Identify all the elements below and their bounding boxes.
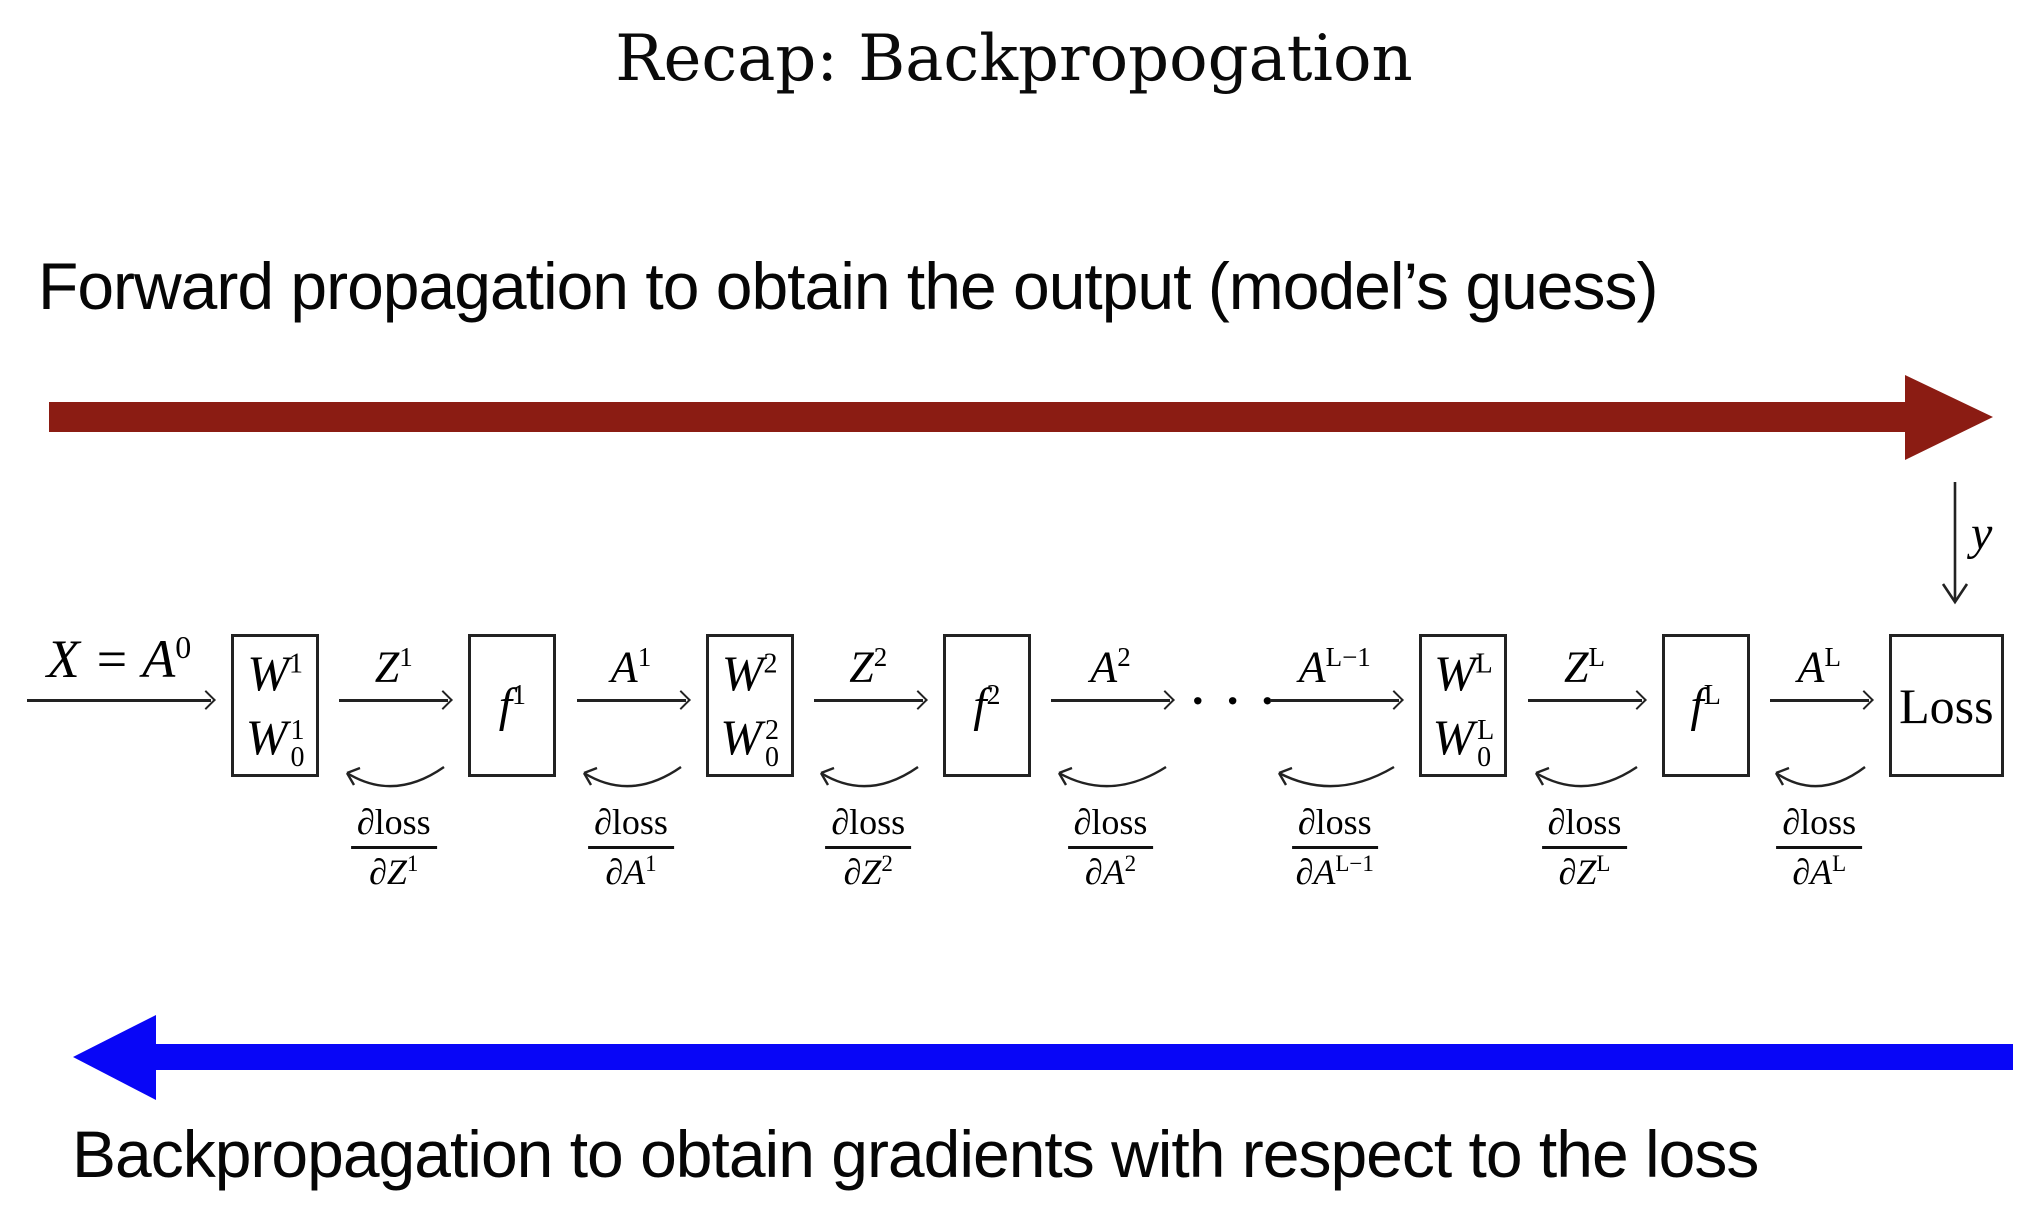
- gradient-fraction: ∂loss ∂AL: [1776, 803, 1863, 892]
- gradient-fraction: ∂loss ∂A1: [588, 803, 674, 892]
- gradient-fraction: ∂loss ∂Z1: [350, 803, 437, 892]
- right-arrow-icon: [813, 699, 923, 702]
- page-title: Recap: Backpropogation: [615, 22, 1413, 96]
- weight-top: W1: [247, 645, 303, 702]
- target-input-group: y: [1895, 478, 2028, 614]
- weight-top: W2: [721, 645, 778, 702]
- flow-arrow-a1: A1 ∂loss ∂A1: [574, 612, 689, 902]
- right-arrow-icon: [1270, 699, 1400, 702]
- flow-arrow-z1: Z1 ∂loss ∂Z1: [336, 612, 451, 902]
- backward-arrow-icon: [73, 1015, 2013, 1100]
- gradient-fraction: ∂loss ∂ZL: [1541, 803, 1628, 892]
- right-arrow-icon: [1769, 699, 1869, 702]
- y-input-arrow-icon: [1941, 482, 1969, 605]
- activation-box-f-l: fL: [1661, 634, 1750, 777]
- activation-box-f1: f1: [468, 634, 557, 777]
- backward-curve-arrow-icon: [345, 766, 445, 788]
- right-arrow-icon: [27, 699, 211, 702]
- ellipsis: · · ·: [1190, 675, 1280, 726]
- backward-curve-arrow-icon: [1277, 765, 1395, 788]
- gradient-fraction: ∂loss ∂AL−1: [1291, 803, 1378, 892]
- right-arrow-icon: [1527, 699, 1642, 702]
- weight-top: WL: [1433, 645, 1493, 702]
- y-input-label: y: [1971, 507, 1993, 560]
- gradient-fraction: ∂loss ∂Z2: [825, 803, 912, 892]
- forward-arrow-icon: [49, 375, 1993, 460]
- flow-arrow-a2: A2 ∂loss ∂A2: [1048, 612, 1173, 902]
- backward-curve-arrow-icon: [820, 766, 919, 788]
- right-arrow-icon: [339, 699, 449, 702]
- backward-curve-arrow-icon: [582, 766, 682, 788]
- flow-arrow-z-l: ZL ∂loss ∂ZL: [1525, 612, 1645, 902]
- flow-input-arrow: X = A0: [24, 612, 214, 902]
- backward-curve-arrow-icon: [1534, 766, 1638, 788]
- backward-curve-arrow-icon: [1057, 765, 1167, 788]
- forward-propagation-label: Forward propagation to obtain the output…: [38, 249, 1658, 323]
- backpropagation-label: Backpropagation to obtain gradients with…: [72, 1117, 1759, 1191]
- right-arrow-icon: [576, 699, 686, 702]
- input-label: X = A0: [46, 629, 192, 689]
- loss-box: Loss: [1888, 634, 2004, 777]
- flow-arrow-a-l: AL ∂loss ∂AL: [1767, 612, 1872, 902]
- backward-curve-arrow-icon: [1775, 766, 1866, 788]
- right-arrow-icon: [1051, 699, 1170, 702]
- flow-arrow-z2: Z2 ∂loss ∂Z2: [811, 612, 926, 902]
- activation-box-f2: f2: [942, 634, 1031, 777]
- gradient-fraction: ∂loss ∂A2: [1067, 803, 1154, 892]
- flow-arrow-a-l-minus-1: AL−1 ∂loss ∂AL−1: [1267, 612, 1402, 902]
